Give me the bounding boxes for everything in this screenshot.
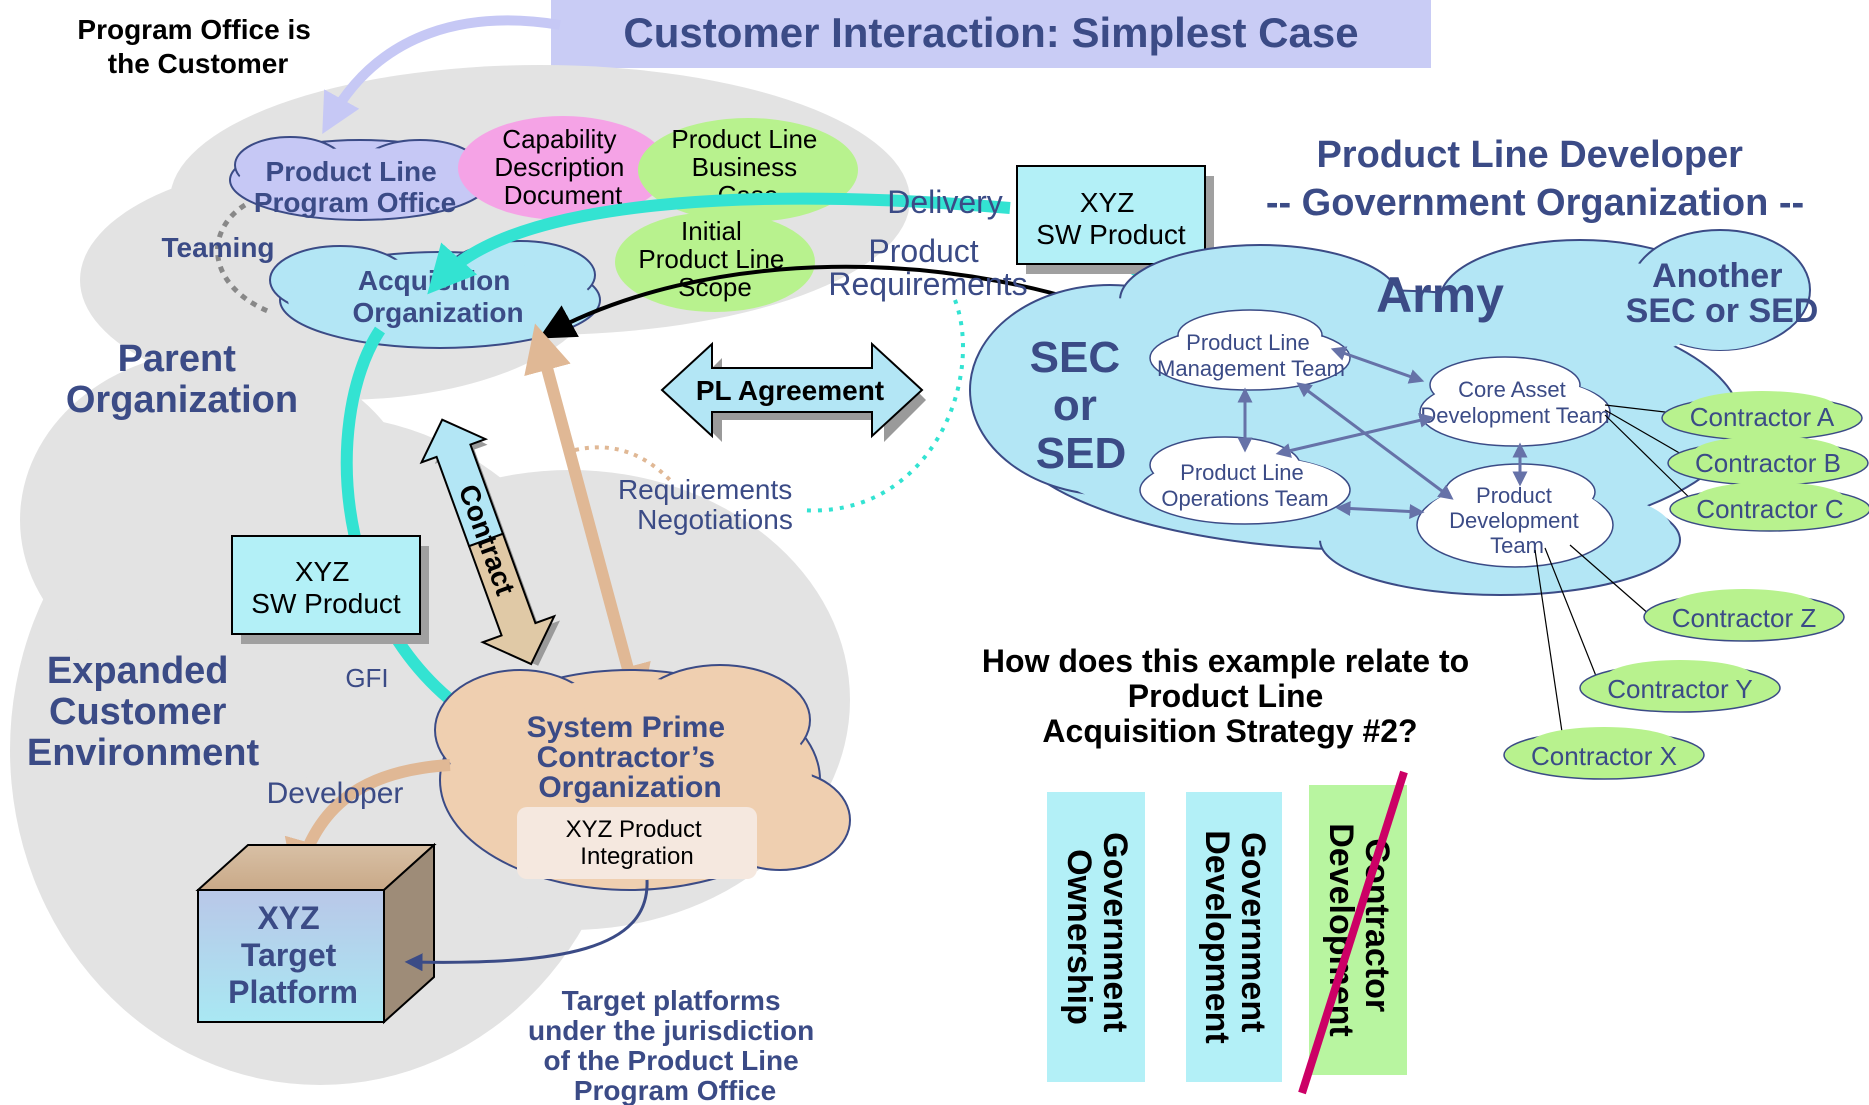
parent-org-label: Parent Organization	[66, 338, 298, 421]
program-office-note: Program Office is the Customer	[77, 14, 318, 79]
contractor-y-cloud	[1579, 660, 1781, 713]
page-title: Customer Interaction: Simplest Case	[623, 9, 1358, 56]
capability-document-ellipse	[458, 116, 668, 220]
contractor-b-label: Contractor B	[1695, 448, 1841, 478]
req-negotiations-label: Requirements Negotiations	[618, 474, 800, 535]
strategy-col-gov-development	[1186, 792, 1282, 1082]
contractor-c-cloud	[1669, 482, 1869, 532]
integration-label: XYZ Product Integration	[566, 816, 709, 870]
initial-scope-label: Initial Product Line Scope	[638, 216, 791, 302]
acq-to-prime-arrow	[340, 326, 523, 744]
pl-agreement-arrow	[660, 341, 926, 442]
xyz-product-left-label: XYZ SW Product	[251, 556, 401, 619]
program-office-label: Product Line Program Office	[254, 156, 456, 218]
delivery-arrow	[427, 192, 1011, 295]
product-requirements-label: Product Requirements	[828, 233, 1027, 302]
contractor-x-label: Contractor X	[1531, 741, 1677, 771]
contractor-a-label: Contractor A	[1690, 402, 1835, 432]
contractor-z-cloud	[1643, 589, 1845, 642]
strategy-col-ownership	[1047, 792, 1145, 1082]
delivery-label: Delivery	[887, 184, 1003, 220]
target-note: Target platforms under the jurisdiction …	[528, 985, 822, 1105]
army-label: Army	[1376, 267, 1504, 323]
prime-contractor-label: System Prime Contractor’s Organization	[527, 711, 734, 804]
contractor-c-label: Contractor C	[1696, 494, 1843, 524]
pdt-cloud	[1416, 463, 1614, 568]
another-sec-label: Another SEC or SED	[1626, 257, 1819, 330]
teaming-label: Teaming	[161, 232, 274, 263]
strategy-gov-development-label: Government Development	[1198, 830, 1272, 1044]
gfi-label: GFI	[345, 663, 388, 693]
pl-agreement-label: PL Agreement	[696, 375, 884, 406]
program-office-cloud	[229, 136, 491, 221]
contractor-a-cloud	[1661, 391, 1863, 441]
capability-document-label: Capability Description Document	[494, 124, 631, 210]
contractor-x-cloud	[1503, 727, 1705, 780]
strategy-ownership-label: Government Ownership	[1060, 832, 1134, 1042]
sec-sed-label: SEC or SED	[1030, 333, 1133, 478]
contractor-strike-line	[1298, 770, 1408, 1095]
customer-arrow	[322, 15, 561, 134]
acq-prime-arrow	[524, 323, 651, 714]
plmt-cloud	[1149, 309, 1351, 391]
cadt-cloud	[1419, 356, 1611, 447]
plmt-label: Product Line Management Team	[1157, 330, 1345, 381]
xyz-product-top-label: XYZ SW Product	[1036, 187, 1186, 250]
integration-to-target-arrow	[404, 879, 649, 972]
contractor-y-label: Contractor Y	[1607, 674, 1752, 704]
target-platform-box	[195, 842, 437, 1025]
contractor-z-label: Contractor Z	[1672, 603, 1817, 633]
contractor-b-cloud	[1667, 436, 1869, 486]
pdt-label: Product Development Team	[1449, 483, 1585, 558]
req-negotiation-dots	[799, 299, 965, 513]
team-links	[1237, 346, 1528, 519]
plot-label: Product Line Operations Team	[1161, 460, 1328, 511]
business-case-label: Product Line Business Case	[671, 124, 824, 210]
developer-title: Product Line Developer -- Government Org…	[1266, 134, 1804, 224]
expanded-env-label: Expanded Customer Environment	[27, 650, 260, 774]
question-text: How does this example relate to Product …	[982, 643, 1478, 749]
plot-cloud	[1139, 436, 1351, 525]
integration-box	[517, 807, 757, 879]
target-platform-label: XYZ Target Platform	[228, 900, 358, 1010]
teaming-arc	[215, 202, 271, 315]
contractor-links	[1534, 404, 1701, 753]
acquisition-cloud	[269, 240, 601, 349]
developer-label: Developer	[267, 777, 404, 810]
xyz-product-left-box	[231, 535, 429, 644]
title-band	[551, 0, 1431, 68]
